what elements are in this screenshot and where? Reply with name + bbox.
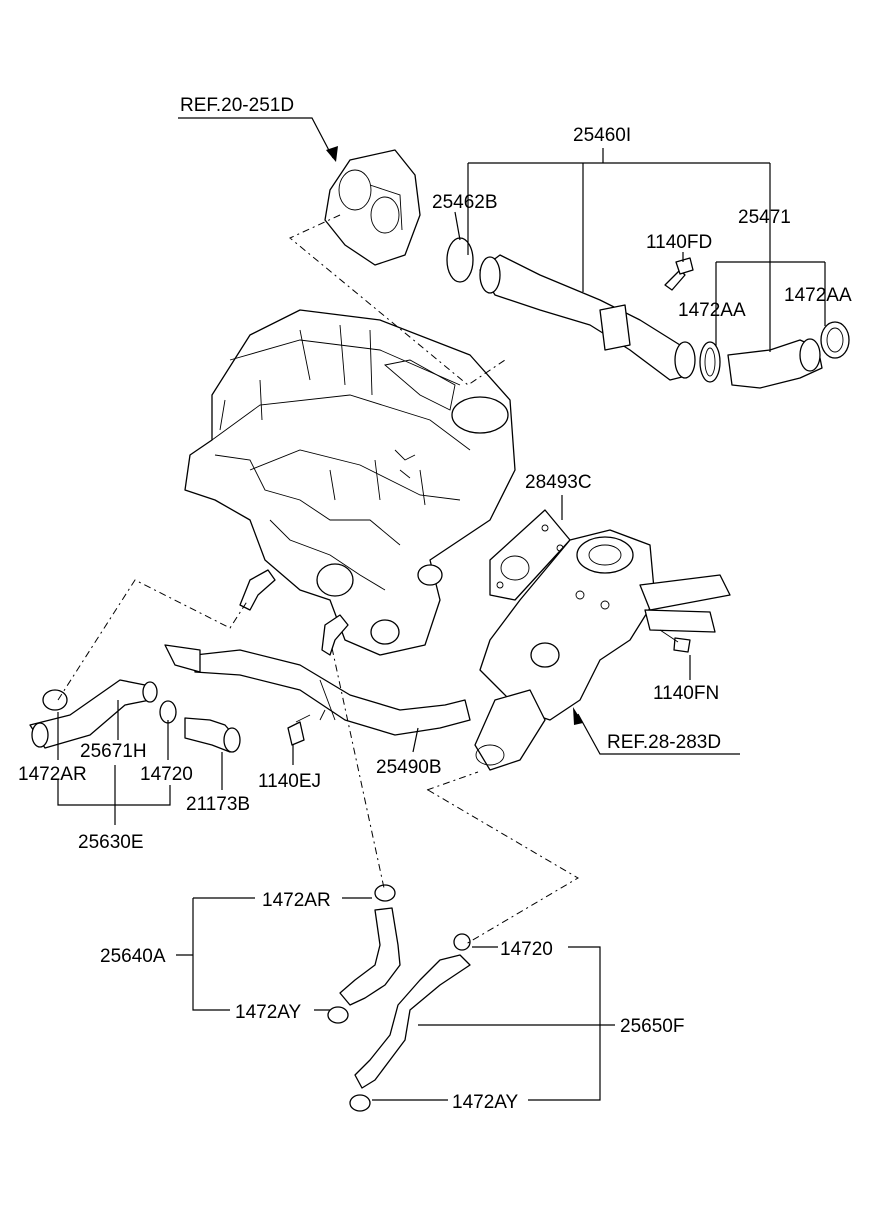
label-25471: 25471 (738, 207, 791, 228)
bolt-1140fd (664, 257, 694, 291)
label-1472aa-left: 1472AA (678, 300, 746, 321)
label-1140fd: 1140FD (646, 232, 712, 253)
label-21173b: 21173B (186, 794, 250, 815)
thermostat-housing (474, 529, 731, 771)
label-28493c: 28493C (525, 472, 592, 493)
pipe-25460i (479, 254, 696, 381)
label-25650f: 25650F (620, 1016, 684, 1037)
label-1472ar-lower: 1472AR (262, 890, 331, 911)
label-1472aa-right: 1472AA (784, 285, 852, 306)
label-25671h: 25671H (80, 741, 147, 762)
label-14720-upper: 14720 (140, 764, 193, 785)
label-25490b: 25490B (376, 757, 442, 778)
label-25640a: 25640A (100, 946, 166, 967)
label-1140fn: 1140FN (653, 683, 719, 704)
label-25460i: 25460I (573, 125, 631, 146)
label-25462b: 25462B (432, 192, 498, 213)
label-ref-20-251d: REF.20-251D (180, 95, 294, 116)
clamp-14720-upper (159, 700, 177, 724)
label-14720-lower: 14720 (500, 939, 553, 960)
label-1140ej: 1140EJ (258, 771, 321, 792)
bolt-1140ej (287, 714, 311, 746)
turbo-housing (324, 149, 421, 266)
o-ring-25462b (446, 237, 474, 283)
label-1472ar-left: 1472AR (18, 764, 87, 785)
hose-25671h (29, 679, 158, 749)
clamp-1472aa-left (699, 341, 721, 383)
hose-25650f (349, 933, 471, 1112)
label-25630e: 25630E (78, 832, 144, 853)
clamp-1472aa-right (820, 321, 850, 359)
bolt-1140fn (659, 629, 691, 653)
centerlines (57, 214, 579, 945)
gasket-28493c (489, 509, 571, 601)
part-labels: REF.20-251D 25460I 25462B 25471 1140FD 1… (18, 95, 852, 1113)
leader-lines (57, 117, 826, 1101)
label-1472ay-upper: 1472AY (235, 1002, 302, 1023)
hose-25471 (727, 338, 823, 389)
label-1472ay-lower: 1472AY (452, 1092, 519, 1113)
hose-25640a (327, 884, 401, 1024)
label-ref-28-283d: REF.28-283D (607, 732, 721, 753)
fitting-21173b (184, 717, 241, 753)
engine-block (184, 309, 516, 656)
hose-25490b (164, 644, 471, 736)
